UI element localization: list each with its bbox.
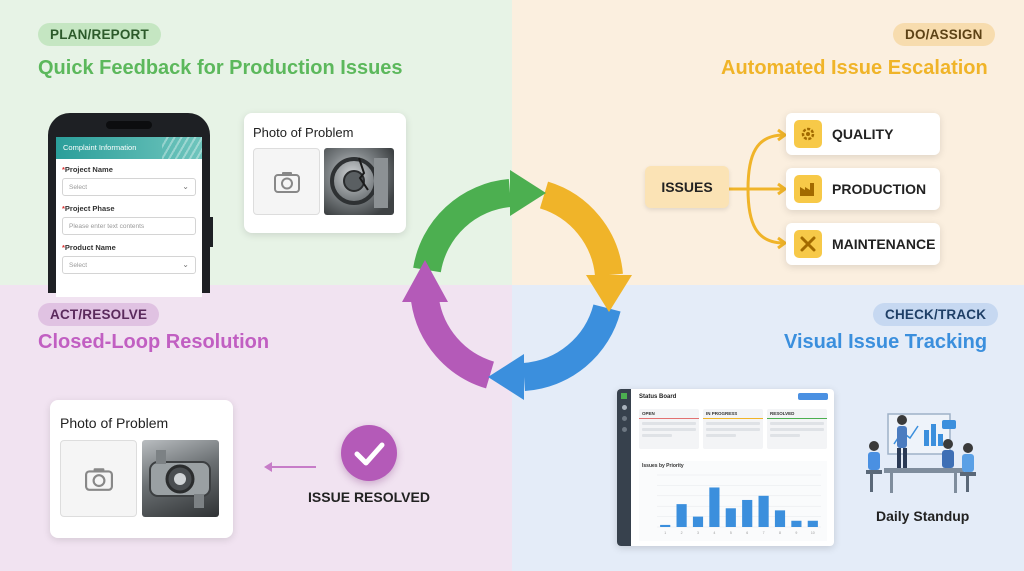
chevron-down-icon: ⌄ <box>182 260 189 269</box>
chart-bar <box>709 487 720 527</box>
board-action-button[interactable] <box>798 393 828 400</box>
chart-bar <box>725 508 736 527</box>
production-node[interactable]: PRODUCTION <box>786 168 940 210</box>
issues-chart-panel: Issues by Priority 1 2 3 4 5 6 7 8 9 10 <box>639 461 827 541</box>
chart-tick-label: 7 <box>763 531 765 535</box>
project-phase-label: *Project Phase <box>62 204 115 213</box>
photo-title: Photo of Problem <box>253 125 354 140</box>
do-heading: Automated Issue Escalation <box>721 57 988 79</box>
form-header: Complaint Information <box>56 137 202 159</box>
chart-tick-label: 2 <box>681 531 683 535</box>
project-name-select[interactable]: Select⌄ <box>62 178 196 196</box>
camera-icon <box>273 171 300 193</box>
chart-bar <box>774 510 786 527</box>
issues-label: ISSUES <box>661 179 713 195</box>
camera-placeholder[interactable] <box>60 440 137 517</box>
project-name-label: *Project Name <box>62 165 113 174</box>
in-progress-column: IN PROGRESS <box>703 409 763 449</box>
chart-bar <box>660 524 671 527</box>
chart-tick-label: 3 <box>697 531 699 535</box>
plan-heading: Quick Feedback for Production Issues <box>38 57 403 79</box>
camera-placeholder[interactable] <box>253 148 320 215</box>
chart-bar <box>692 516 704 527</box>
status-board: Status Board OPEN IN PROGRESS RESOLVED I… <box>617 389 834 546</box>
act-pill: ACT/RESOLVE <box>38 303 160 326</box>
chart-bar <box>742 499 753 527</box>
check-pill: CHECK/TRACK <box>873 303 999 326</box>
act-heading: Closed-Loop Resolution <box>38 331 270 353</box>
chart-bar <box>791 520 802 527</box>
chart-bar <box>676 504 687 527</box>
plan-pill: PLAN/REPORT <box>38 23 161 46</box>
issues-bar-chart: 1 2 3 4 5 6 7 8 9 10 <box>657 474 821 535</box>
board-title: Status Board <box>639 394 677 400</box>
open-column: OPEN <box>639 409 699 449</box>
do-cycle-arrow <box>539 181 623 277</box>
chart-tick-label: 8 <box>779 531 781 535</box>
product-name-select[interactable]: Select⌄ <box>62 256 196 274</box>
chart-bar <box>758 495 769 527</box>
check-arrowhead <box>488 354 524 400</box>
do-arrowhead <box>586 275 632 312</box>
chart-tick-label: 6 <box>746 531 748 535</box>
quality-label: QUALITY <box>832 126 894 142</box>
phone-mockup: Complaint Information *Project Name Sele… <box>48 113 213 297</box>
chart-tick-label: 4 <box>713 531 715 535</box>
project-phase-input[interactable]: Please enter text contents <box>62 217 196 235</box>
pdca-cycle <box>402 170 632 400</box>
maintenance-node[interactable]: MAINTENANCE <box>786 223 940 265</box>
plan-cycle-arrow <box>413 179 512 273</box>
back-arrow <box>264 462 316 472</box>
do-pill: DO/ASSIGN <box>893 23 995 46</box>
phone-side-button <box>210 217 213 247</box>
chart-bar <box>807 520 818 527</box>
phone-notch <box>106 121 152 129</box>
act-arrowhead <box>402 260 448 302</box>
daily-standup-label: Daily Standup <box>876 508 970 524</box>
plan-arrowhead <box>510 170 546 216</box>
chart-tick-label: 5 <box>730 531 732 535</box>
production-label: PRODUCTION <box>832 181 927 197</box>
escalation-connectors <box>726 128 786 250</box>
phone-screen: Complaint Information *Project Name Sele… <box>56 137 202 297</box>
chart-tick-label: 10 <box>811 531 815 535</box>
board-sidebar <box>617 389 631 546</box>
check-heading: Visual Issue Tracking <box>784 331 988 353</box>
quality-node[interactable]: QUALITY <box>786 113 940 155</box>
problem-photo <box>324 148 394 215</box>
product-name-label: *Product Name <box>62 243 116 252</box>
camera-icon <box>84 467 113 491</box>
chart-tick-label: 9 <box>795 531 797 535</box>
check-cycle-arrow <box>522 304 621 391</box>
tools-icon <box>794 230 822 258</box>
resolved-part-photo <box>142 440 219 517</box>
factory-icon <box>794 175 822 203</box>
act-cycle-arrow <box>411 297 495 389</box>
resolved-column: RESOLVED <box>767 409 827 449</box>
chevron-down-icon: ⌄ <box>182 182 189 191</box>
photo-title: Photo of Problem <box>60 415 169 431</box>
chart-tick-label: 1 <box>664 531 666 535</box>
act-photo-card: Photo of Problem <box>50 400 233 538</box>
issues-node[interactable]: ISSUES <box>645 166 729 208</box>
chart-title: Issues by Priority <box>642 463 684 469</box>
resolved-check-icon <box>341 425 397 481</box>
issue-resolved-label: ISSUE RESOLVED <box>308 489 430 505</box>
maintenance-label: MAINTENANCE <box>832 236 936 252</box>
gear-icon <box>794 120 822 148</box>
plan-photo-card: Photo of Problem <box>244 113 406 233</box>
team-meeting-illustration <box>866 413 976 493</box>
